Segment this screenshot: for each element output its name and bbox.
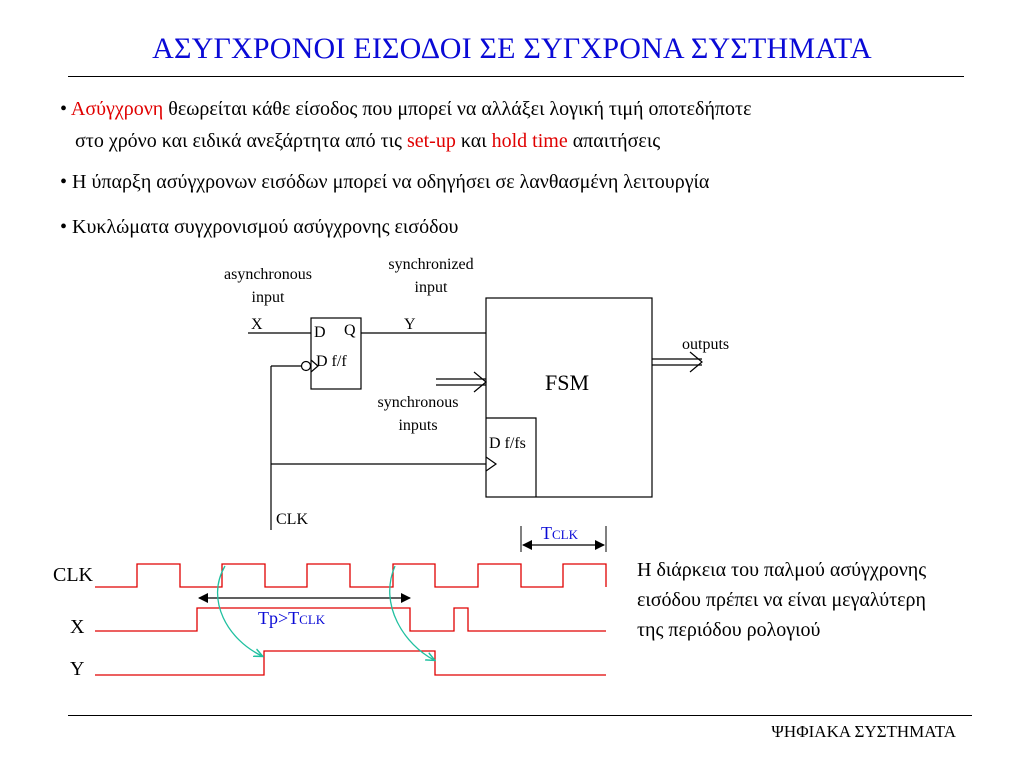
title-rule	[68, 76, 964, 77]
bullet-3-text: Κυκλώματα συγχρονισμού ασύγχρονης εισόδο…	[72, 216, 459, 238]
sync-arrow-2	[389, 565, 434, 660]
circuit-x-label: X	[251, 316, 263, 333]
dff-d-pin: D	[314, 324, 326, 341]
x-waveform	[95, 607, 606, 632]
bullet-1-red-lead: Ασύγχρονη	[70, 98, 164, 120]
bullet-marker: •	[60, 171, 68, 193]
circuit-clk-label: CLK	[276, 511, 308, 528]
timing-clk-label: CLK	[53, 564, 94, 586]
async-input-label-line-1: asynchronous	[224, 266, 312, 283]
bullet-3: • Κυκλώματα συγχρονισμού ασύγχρονης εισό…	[60, 216, 458, 239]
sync-arrow-1	[216, 565, 262, 656]
dff-q-pin: Q	[344, 322, 356, 339]
bullet-1-text-d: απαιτήσεις	[567, 130, 661, 152]
bullet-marker: •	[60, 98, 68, 120]
bullet-1-text-a: θεωρείται κάθε είσοδος που μπορεί να αλλ…	[163, 98, 752, 120]
bullet-1-line-2: στο χρόνο και ειδικά ανεξάρτητα από τις …	[75, 130, 660, 153]
outputs-arrow-head	[689, 351, 703, 373]
dff-clock-triangle	[310, 359, 319, 373]
bullet-1-red-hold: hold time	[491, 130, 568, 152]
bullet-1-line-1: • Ασύγχρονη θεωρείται κάθε είσοδος που μ…	[60, 98, 751, 121]
dffs-clock-triangle	[485, 456, 498, 472]
sync-input-label-line-1: synchronized	[388, 256, 474, 273]
bullet-1-text-b: στο χρόνο και ειδικά ανεξάρτητα από τις	[75, 130, 407, 152]
pulse-duration-note: Η διάρκεια του παλμού ασύγχρονης εισόδου…	[637, 555, 926, 645]
outputs-label: outputs	[682, 336, 729, 353]
clk-waveform	[95, 563, 607, 588]
sync-inputs-label-line-2: inputs	[398, 417, 438, 434]
timing-x-label: X	[70, 616, 85, 638]
tclk-label: TCLK	[541, 523, 579, 543]
note-line-3: της περιόδου ρολογιού	[637, 619, 821, 641]
sync-inputs-label: synchronous inputs	[353, 391, 483, 437]
dff-name: D f/f	[316, 353, 347, 370]
dffs-name: D f/fs	[489, 435, 526, 452]
bullet-1-text-c: και	[455, 130, 492, 152]
bullet-1-red-setup: set-up	[406, 130, 456, 152]
sync-inputs-label-line-1: synchronous	[377, 394, 459, 411]
sync-input-label-line-2: input	[414, 279, 448, 296]
async-input-label: asynchronous input	[203, 263, 333, 309]
sync-inputs-arrow-head	[473, 371, 487, 393]
y-waveform	[95, 650, 606, 676]
dff-box	[310, 317, 362, 390]
sync-input-label: synchronized input	[366, 253, 496, 299]
fsm-box	[485, 297, 653, 498]
bullet-2-text: Η ύπαρξη ασύγχρονων εισόδων μπορεί να οδ…	[72, 171, 710, 193]
tp-label: Tp>TCLK	[258, 608, 326, 628]
timing-y-label: Y	[70, 658, 84, 680]
bullet-marker: •	[60, 216, 68, 238]
circuit-y-label: Y	[404, 316, 416, 333]
fsm-label: FSM	[545, 370, 589, 395]
slide-title: ΑΣΥΓΧΡΟΝΟΙ ΕΙΣΟΔΟΙ ΣΕ ΣΥΓΧΡΟΝΑ ΣΥΣΤΗΜΑΤΑ	[152, 32, 872, 65]
bullet-2: • Η ύπαρξη ασύγχρονων εισόδων μπορεί να …	[60, 171, 709, 194]
dffs-box	[486, 417, 537, 497]
async-input-label-line-2: input	[251, 289, 285, 306]
dff-clock-bubble	[300, 360, 312, 372]
footer-rule	[68, 715, 972, 716]
note-line-2: εισόδου πρέπει να είναι μεγαλύτερη	[637, 589, 926, 611]
footer-text: ΨΗΦΙΑΚΑ ΣΥΣΤΗΜΑΤΑ	[771, 722, 956, 741]
note-line-1: Η διάρκεια του παλμού ασύγχρονης	[637, 559, 927, 581]
